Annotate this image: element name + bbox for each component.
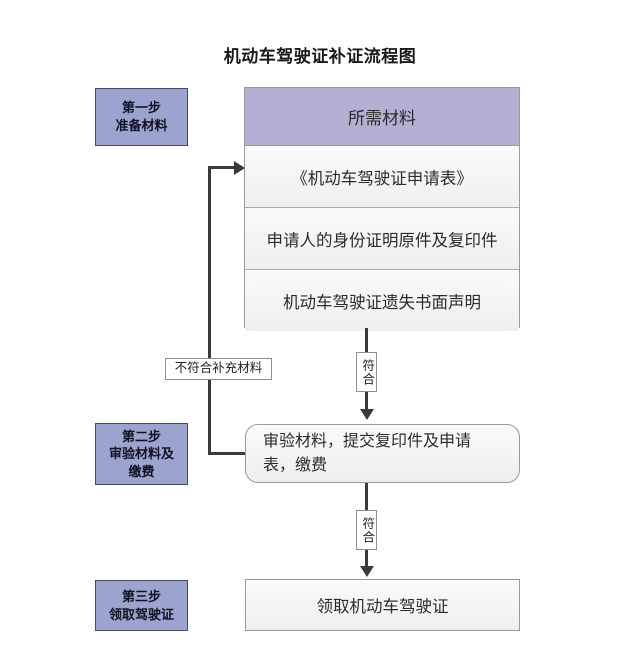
final-text: 领取机动车驾驶证	[316, 597, 449, 616]
connector-feedback-vertical	[208, 166, 211, 455]
step-three-line2: 领取驾驶证	[108, 606, 174, 622]
connector-feedback-top	[208, 166, 236, 169]
materials-row-1: 《机动车驾驶证申请表》	[245, 146, 519, 208]
step-one-line2: 准备材料	[115, 118, 168, 133]
edge-label-qualified-2: 符合	[356, 510, 377, 550]
step-two-line1: 第二步	[121, 428, 161, 444]
step-two-line3: 缴费	[128, 463, 155, 479]
final-box: 领取机动车驾驶证	[245, 579, 520, 631]
arrow-process-to-final	[359, 566, 374, 577]
arrow-feedback-to-materials	[234, 160, 245, 175]
materials-table: 所需材料 《机动车驾驶证申请表》 申请人的身份证明原件及复印件 机动车驾驶证遗失…	[244, 87, 520, 331]
step-three-line1: 第三步	[121, 588, 161, 604]
step-box-three: 第三步 领取驾驶证	[95, 580, 188, 631]
step-box-two: 第二步 审验材料及 缴费	[95, 423, 188, 485]
process-box: 审验材料，提交复印件及申请表，缴费	[245, 424, 520, 483]
arrow-materials-to-process	[359, 409, 374, 420]
edge-label-unqualified: 不符合补充材料	[165, 358, 272, 380]
edge-label-qualified-1: 符合	[356, 352, 377, 392]
step-box-one: 第一步 准备材料	[95, 88, 188, 146]
page-title: 机动车驾驶证补证流程图	[223, 47, 417, 66]
materials-row-3: 机动车驾驶证遗失书面声明	[245, 270, 519, 331]
process-text: 审验材料，提交复印件及申请表，缴费	[263, 433, 472, 474]
step-one-line1: 第一步	[121, 100, 161, 116]
materials-header: 所需材料	[245, 88, 519, 146]
materials-row-2: 申请人的身份证明原件及复印件	[245, 208, 519, 270]
step-two-line2: 审验材料及	[108, 446, 174, 462]
connector-feedback-bottom	[208, 452, 246, 455]
